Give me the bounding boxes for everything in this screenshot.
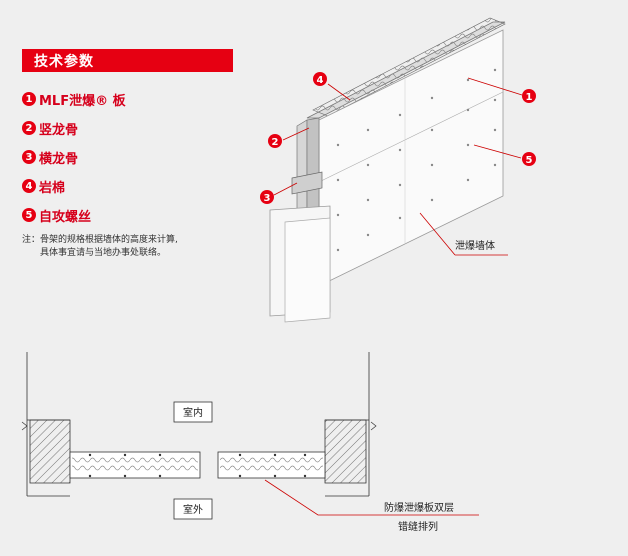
break-mark (21, 421, 28, 431)
legend-label: 横龙骨 (39, 151, 79, 167)
legend-item-horizontal-keel: 3 横龙骨 (22, 148, 79, 167)
section-title-bar: 技术参数 (22, 49, 233, 71)
lower-board-front (284, 217, 331, 323)
left-column (29, 419, 71, 484)
legend-badge: 1 (22, 92, 36, 106)
note-text: 注：骨架的规格根据墙体的高度来计算, 具体事宜请与当地办事处联络。 (22, 234, 178, 260)
legend-label: 自攻螺丝 (39, 209, 92, 225)
svg-text:2: 2 (272, 137, 279, 148)
legend-badge: 5 (22, 208, 36, 222)
wall-band-right-wool (220, 457, 323, 473)
note-line-1: 注：骨架的规格根据墙体的高度来计算, (22, 235, 178, 245)
rock-wool-top (312, 17, 506, 117)
outdoor-label: 室外 (183, 503, 203, 516)
legend-badge: 2 (22, 121, 36, 135)
callout-3: 3 (260, 190, 274, 204)
legend-label: 竖龙骨 (39, 122, 79, 138)
callout-5: 5 (522, 152, 536, 166)
screws (336, 68, 497, 252)
section-title: 技术参数 (34, 54, 94, 70)
callout-4: 4 (313, 72, 327, 86)
board-joint (318, 91, 504, 183)
callout-1: 1 (522, 89, 536, 103)
board-label-leader (264, 479, 479, 516)
legend-item-rock-wool: 4 岩棉 (22, 177, 66, 196)
indoor-box (173, 401, 213, 423)
legend-item-vertical-keel: 2 竖龙骨 (22, 119, 79, 138)
note-line-2: 具体事宜请与当地办事处联络。 (40, 248, 167, 258)
legend-badge: 3 (22, 150, 36, 164)
svg-text:5: 5 (526, 155, 533, 166)
legend-item-board: 1 MLF泄爆® 板 (22, 90, 126, 109)
indoor-label: 室内 (183, 406, 203, 419)
legend-item-screws: 5 自攻螺丝 (22, 206, 92, 225)
horizontal-keel (291, 171, 323, 195)
outdoor-box (173, 498, 213, 520)
legend-badge: 4 (22, 179, 36, 193)
board-label-line-1: 防爆泄爆板双层 (384, 501, 454, 514)
legend-label: 岩棉 (39, 180, 66, 196)
board-label-line-2: 错缝排列 (398, 520, 438, 533)
wall-label: 泄爆墙体 (455, 239, 495, 252)
wall-band-left-wool (72, 457, 198, 473)
title-underline (22, 71, 233, 72)
svg-text:3: 3 (264, 193, 271, 204)
callout-leaders (273, 77, 523, 256)
svg-text:1: 1 (526, 92, 533, 103)
section-screws (88, 453, 307, 478)
right-column (324, 419, 367, 484)
svg-text:4: 4 (317, 75, 324, 86)
legend-label: MLF泄爆® 板 (39, 93, 126, 109)
break-mark (370, 421, 377, 431)
callout-2: 2 (268, 134, 282, 148)
